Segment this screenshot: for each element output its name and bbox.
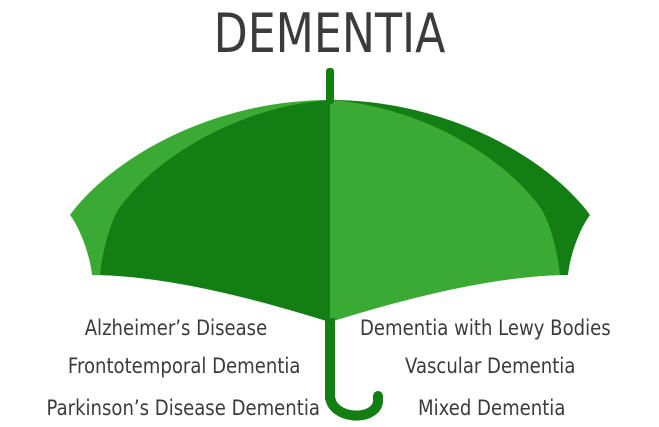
- type-label-parkinsons: Parkinson’s Disease Dementia: [47, 396, 320, 420]
- type-label-alzheimers: Alzheimer’s Disease: [85, 316, 267, 340]
- umbrella-right-inner-panel: [330, 100, 560, 322]
- umbrella-shaft: [325, 318, 335, 400]
- page-title: DEMENTIA: [59, 2, 599, 65]
- type-label-vascular: Vascular Dementia: [405, 354, 575, 378]
- umbrella-tip: [326, 68, 334, 104]
- umbrella-handle: [330, 395, 378, 416]
- type-label-frontotemporal: Frontotemporal Dementia: [67, 354, 300, 378]
- type-label-lewy-bodies: Dementia with Lewy Bodies: [360, 316, 611, 340]
- umbrella-left-inner-panel: [100, 100, 330, 322]
- type-label-mixed: Mixed Dementia: [418, 396, 565, 420]
